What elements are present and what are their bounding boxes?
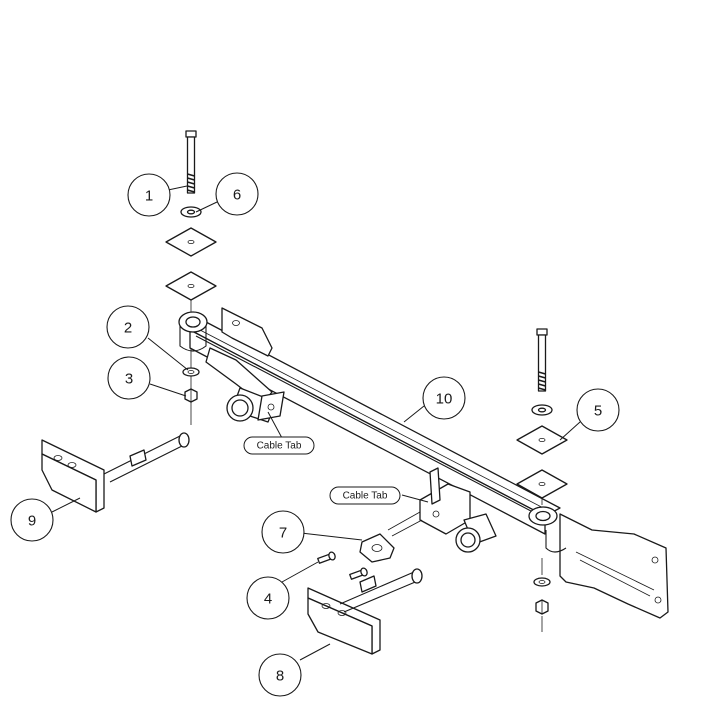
- washer-top-right: [531, 404, 553, 416]
- callout-7: 7: [261, 510, 305, 554]
- callout-5-label: 5: [594, 403, 602, 420]
- spacer-plate-upper-left: [165, 227, 217, 257]
- safety-bracket-right: [307, 568, 423, 655]
- leader-9: [51, 497, 81, 513]
- cable-tab-right-text: Cable Tab: [343, 491, 388, 502]
- callout-6-label: 6: [233, 187, 241, 204]
- small-bolt-a: [317, 551, 336, 564]
- callout-9-label: 9: [28, 513, 36, 530]
- cable-tab-label-left: Cable Tab: [243, 436, 315, 455]
- leader-10: [403, 405, 425, 423]
- small-bolt-b: [349, 567, 368, 580]
- callout-8-label: 8: [276, 668, 284, 685]
- washer-lower-left: [182, 367, 200, 377]
- bracket-left: [178, 307, 273, 357]
- callout-10: 10: [422, 376, 466, 420]
- callout-8: 8: [258, 653, 302, 697]
- spacer-plate-lower-left: [165, 271, 217, 301]
- callout-2: 2: [106, 305, 150, 349]
- leader-4: [281, 561, 319, 583]
- arm-left: [205, 347, 285, 423]
- callout-4-label: 4: [264, 591, 272, 608]
- leader-8: [299, 643, 331, 661]
- bracket-right: [528, 506, 669, 619]
- callout-9: 9: [10, 498, 54, 542]
- leader-7: [300, 532, 363, 541]
- callout-3: 3: [107, 356, 151, 400]
- clip-plate: [359, 533, 395, 563]
- nut-right: [535, 599, 549, 615]
- callout-10-label: 10: [436, 391, 453, 408]
- washer-lower-right: [533, 577, 551, 587]
- leader-cable-tab-left: [267, 411, 283, 439]
- safety-bracket-left: [41, 432, 190, 513]
- cable-tab-label-right: Cable Tab: [329, 486, 401, 505]
- leader-2: [147, 337, 189, 371]
- leader-3: [149, 383, 187, 397]
- leader-cable-tab-right: [401, 494, 429, 503]
- callout-2-label: 2: [124, 320, 132, 337]
- leader-6: [195, 201, 218, 213]
- leader-1: [167, 185, 188, 191]
- nut-left: [184, 388, 198, 403]
- callout-4: 4: [246, 576, 290, 620]
- bolt-right: [536, 328, 548, 392]
- cable-tab-left-text: Cable Tab: [257, 441, 302, 452]
- callout-5: 5: [576, 388, 620, 432]
- washer-top-left: [180, 206, 202, 218]
- leader-5: [559, 421, 581, 441]
- callout-3-label: 3: [125, 371, 133, 388]
- callout-1: 1: [127, 173, 171, 217]
- bolt-left: [185, 130, 197, 194]
- callout-7-label: 7: [279, 525, 287, 542]
- arm-right: [387, 467, 497, 553]
- spacer-plate-upper-right: [516, 425, 568, 455]
- crossbar-main: [189, 321, 561, 535]
- callout-6: 6: [215, 172, 259, 216]
- callout-1-label: 1: [145, 188, 153, 205]
